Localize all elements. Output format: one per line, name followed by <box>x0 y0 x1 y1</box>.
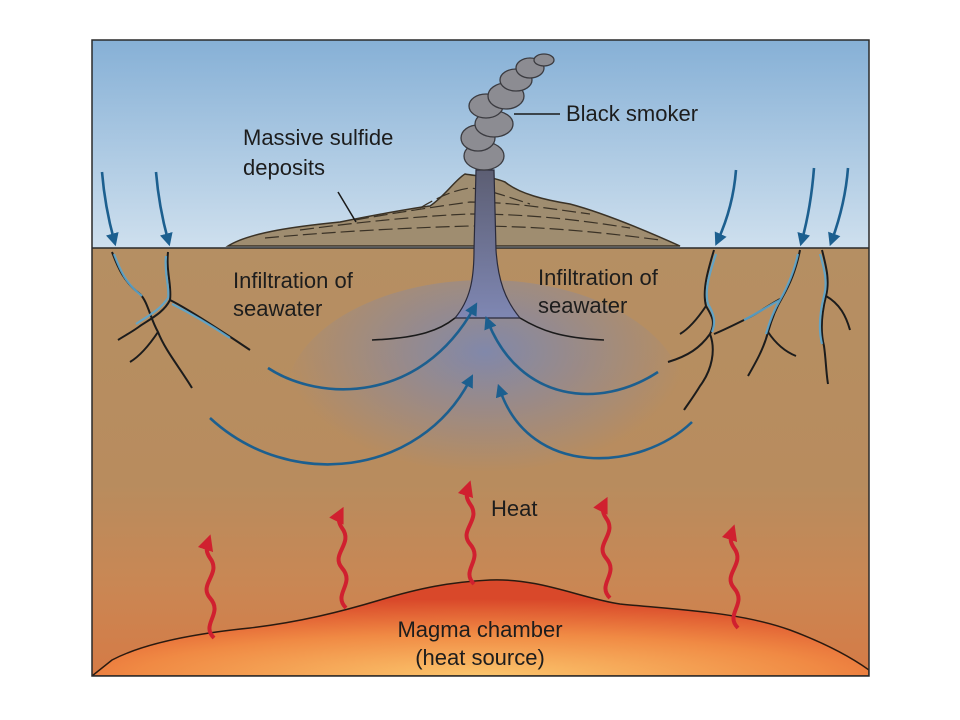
label-massive-sulfide-line2: deposits <box>243 155 325 180</box>
circulation-arrow-left-inner <box>267 302 478 391</box>
label-infiltration-right-line1: Infiltration of <box>538 265 658 290</box>
label-infiltration-left-line2: seawater <box>233 296 323 321</box>
circulation-arrow-left-outer <box>209 374 474 466</box>
diagram-border <box>91 39 870 677</box>
downflow-arrow-2 <box>154 171 173 247</box>
downflow-arrow-1 <box>100 171 119 247</box>
conduit-root <box>371 317 605 341</box>
fracture-water-right <box>705 253 827 345</box>
label-heat: Heat <box>491 496 538 521</box>
sulfide-mound <box>225 173 681 247</box>
label-magma-chamber-line1: Magma chamber <box>397 617 563 642</box>
heat-arrow-5 <box>721 524 741 630</box>
label-black-smoker: Black smoker <box>566 101 699 126</box>
circulation-arrow-right-inner <box>484 315 659 396</box>
seawater-downflow-arrows <box>100 167 850 247</box>
downflow-arrow-4 <box>797 167 816 247</box>
heat-arrow-2 <box>329 506 349 610</box>
heat-arrow-4 <box>593 496 613 600</box>
label-massive-sulfide-line1: Massive sulfide <box>243 125 394 150</box>
downflow-arrow-5 <box>828 167 850 247</box>
label-infiltration-right-line2: seawater <box>538 293 628 318</box>
heat-arrows <box>197 480 741 640</box>
magma-chamber <box>92 579 869 676</box>
heat-arrow-1 <box>197 534 217 640</box>
sulfide-layers <box>264 187 661 241</box>
downflow-arrow-3 <box>714 169 738 246</box>
label-infiltration-left-line1: Infiltration of <box>233 268 353 293</box>
sulfide-leader <box>337 191 357 223</box>
black-smoker-plume <box>460 53 555 171</box>
label-magma-chamber-line2: (heat source) <box>415 645 545 670</box>
circulation-arrows <box>209 302 693 466</box>
circulation-arrow-right-outer <box>495 383 693 460</box>
heat-arrow-3 <box>457 480 477 586</box>
fracture-water-left <box>112 253 231 339</box>
